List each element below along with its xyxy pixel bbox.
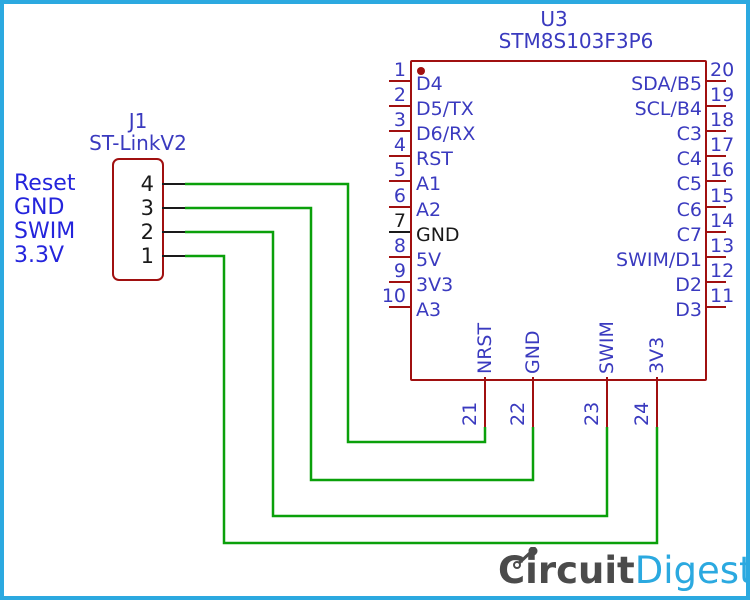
u3-pin-17-label: C4 bbox=[676, 148, 702, 170]
u3-pin-12-label: D2 bbox=[675, 274, 702, 296]
net-label-GND: GND bbox=[14, 195, 65, 220]
u3-pin-4-stub bbox=[389, 155, 410, 157]
j1-reference: J1 bbox=[128, 109, 148, 133]
u3-pin-20-stub bbox=[705, 80, 726, 82]
u3-pin-2-label: D5/TX bbox=[416, 98, 474, 120]
u3-pin-5-label: A1 bbox=[416, 173, 442, 195]
u3-pin-7-number: 7 bbox=[393, 210, 406, 232]
u3-body bbox=[410, 60, 707, 381]
u3-pin-7-label: GND bbox=[416, 224, 460, 246]
u3-pin-10-number: 10 bbox=[381, 285, 406, 307]
u3-pin-21-stub bbox=[484, 377, 486, 427]
u3-pin-16-label: C5 bbox=[676, 173, 702, 195]
u3-pin-12-number: 12 bbox=[710, 260, 735, 282]
u3-pin-1-stub bbox=[389, 80, 410, 82]
u3-pin-22-stub bbox=[532, 377, 534, 427]
u3-pin-24-stub bbox=[656, 377, 658, 427]
net-label-Reset: Reset bbox=[14, 171, 76, 196]
j1-pin-3-number: 3 bbox=[140, 196, 154, 220]
u3-pin-9-number: 9 bbox=[393, 260, 406, 282]
j1-pin-4-number: 4 bbox=[140, 172, 154, 196]
u3-pin-10-label: A3 bbox=[416, 299, 442, 321]
j1-body bbox=[112, 158, 164, 281]
u3-pin-12-stub bbox=[705, 281, 726, 283]
u3-pin-19-label: SCL/B4 bbox=[634, 98, 702, 120]
u3-pin-11-label: D3 bbox=[675, 299, 702, 321]
wire-3.3V bbox=[185, 254, 659, 545]
u3-pin-14-label: C7 bbox=[676, 224, 702, 246]
u3-pin-14-number: 14 bbox=[710, 210, 735, 232]
u3-pin-5-stub bbox=[389, 180, 410, 182]
u3-pin-18-number: 18 bbox=[710, 109, 735, 131]
logo-text-circuit: Circuit bbox=[498, 549, 635, 592]
u3-pin-15-stub bbox=[705, 206, 726, 208]
u3-pin-19-number: 19 bbox=[710, 84, 735, 106]
u3-pin-15-label: C6 bbox=[676, 199, 702, 221]
u3-pin-9-label: 3V3 bbox=[416, 274, 454, 296]
u3-pin-20-number: 20 bbox=[710, 59, 735, 81]
u3-pin-23-stub bbox=[606, 377, 608, 427]
u3-pin-4-label: RST bbox=[416, 148, 453, 170]
u3-pin-6-label: A2 bbox=[416, 199, 442, 221]
u3-pin-8-number: 8 bbox=[393, 235, 406, 257]
u3-pin-8-label: 5V bbox=[416, 249, 442, 271]
j1-pin-1-stub bbox=[162, 255, 185, 257]
j1-pin-2-stub bbox=[162, 231, 185, 233]
wire-SWIM bbox=[185, 230, 609, 518]
u3-pin-11-number: 11 bbox=[710, 285, 735, 307]
u3-pin-18-label: C3 bbox=[676, 123, 702, 145]
u3-pin-7-stub bbox=[389, 231, 410, 233]
u3-pin-13-number: 13 bbox=[710, 235, 735, 257]
u3-pin-1-number: 1 bbox=[393, 59, 406, 81]
u3-pin-3-stub bbox=[389, 130, 410, 132]
u3-pin-13-stub bbox=[705, 256, 726, 258]
net-label-SWIM: SWIM bbox=[14, 219, 76, 244]
u3-pin-3-label: D6/RX bbox=[416, 123, 476, 145]
j1-pin-1-number: 1 bbox=[140, 244, 154, 268]
pin1-marker-dot bbox=[417, 67, 425, 75]
u3-pin-2-number: 2 bbox=[393, 84, 406, 106]
u3-pin-6-number: 6 bbox=[393, 185, 406, 207]
net-label-3.3V: 3.3V bbox=[14, 243, 65, 268]
u3-pin-3-number: 3 bbox=[393, 109, 406, 131]
u3-pin-9-stub bbox=[389, 281, 410, 283]
u3-pin-14-stub bbox=[705, 231, 726, 233]
u3-pin-11-stub bbox=[705, 306, 726, 308]
wire-Reset bbox=[185, 182, 487, 444]
u3-pin-20-label: SDA/B5 bbox=[631, 73, 702, 95]
u3-pin-19-stub bbox=[705, 105, 726, 107]
u3-pin-16-stub bbox=[705, 180, 726, 182]
u3-pin-2-stub bbox=[389, 105, 410, 107]
u3-pin-5-number: 5 bbox=[393, 159, 406, 181]
logo-probe-accent-icon bbox=[513, 547, 538, 569]
u3-pin-4-number: 4 bbox=[393, 134, 406, 156]
wires-layer bbox=[185, 182, 659, 545]
u3-pin-13-label: SWIM/D1 bbox=[616, 249, 702, 271]
logo-text-digest: Digest bbox=[634, 549, 750, 592]
u3-pin-18-stub bbox=[705, 130, 726, 132]
j1-pin-4-stub bbox=[162, 183, 185, 185]
u3-pin-17-stub bbox=[705, 155, 726, 157]
circuitdigest-logo: CircuitDigest bbox=[498, 547, 750, 595]
u3-value: STM8S103F3P6 bbox=[498, 29, 654, 53]
u3-pin-17-number: 17 bbox=[710, 134, 735, 156]
u3-reference: U3 bbox=[540, 7, 568, 31]
u3-pin-10-stub bbox=[389, 306, 410, 308]
j1-pin-3-stub bbox=[162, 207, 185, 209]
j1-value: ST-LinkV2 bbox=[89, 131, 187, 155]
u3-pin-16-number: 16 bbox=[710, 159, 735, 181]
u3-pin-15-number: 15 bbox=[710, 185, 735, 207]
wire-GND bbox=[185, 206, 535, 482]
u3-pin-8-stub bbox=[389, 256, 410, 258]
u3-pin-6-stub bbox=[389, 206, 410, 208]
u3-pin-1-label: D4 bbox=[416, 73, 443, 95]
j1-pin-2-number: 2 bbox=[140, 220, 154, 244]
